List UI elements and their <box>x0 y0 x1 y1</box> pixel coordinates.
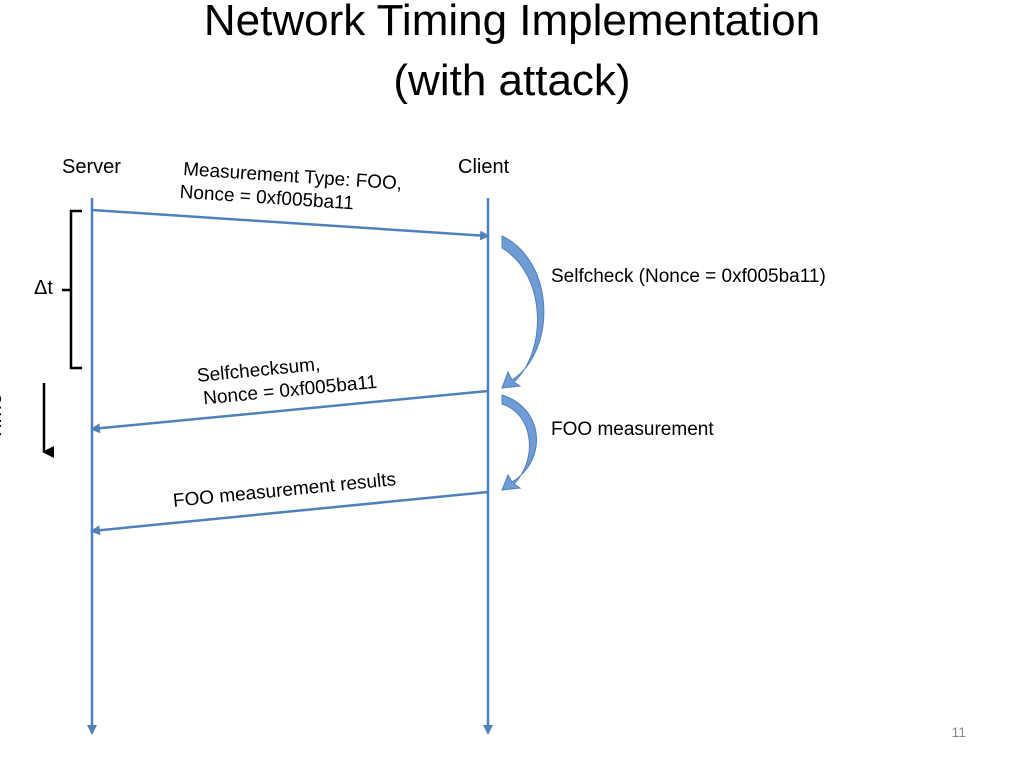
client-step-foo-measurement: FOO measurement <box>551 419 714 440</box>
message-arrow-measurement-request <box>91 208 490 241</box>
server-label: Server <box>62 156 121 178</box>
message-arrow-selfchecksum <box>90 389 489 434</box>
foo-measurement-curved-arrow <box>501 394 537 491</box>
time-axis-label-text: Time <box>0 392 6 442</box>
selfcheck-curved-arrow <box>501 235 545 389</box>
page-number: 11 <box>951 724 966 740</box>
client-step-selfcheck: Selfcheck (Nonce = 0xf005ba11) <box>551 266 826 287</box>
delta-t-label: Δt <box>34 277 53 299</box>
message-arrow-foo-results <box>90 490 489 536</box>
slide-title-line-2: (with attack) <box>393 56 631 105</box>
time-axis-label: Time <box>0 391 32 443</box>
delta-t-bracket <box>62 209 82 370</box>
slide-title-line-1: Network Timing Implementation <box>203 0 821 45</box>
client-label: Client <box>458 156 510 178</box>
